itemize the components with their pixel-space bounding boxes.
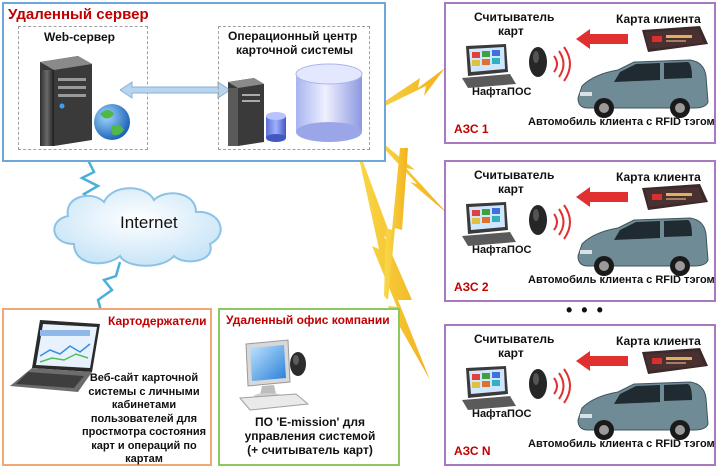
cardholders-desc-line: пользователей для: [90, 412, 198, 425]
lightning-bolt-azsn: [355, 140, 430, 380]
remote-office-desc-line: управления системой: [244, 429, 376, 443]
car-label: Автомобиль клиента с RFID тэгом: [528, 116, 715, 128]
internet-cloud: [53, 187, 222, 267]
card-reader-icon: [529, 47, 547, 77]
car-label: Автомобиль клиента с RFID тэгом: [528, 438, 715, 450]
card-reader-icon: [529, 369, 547, 399]
cardholders-desc-line: системы с личными: [88, 385, 200, 398]
cardholders-title: Картодержатели: [108, 314, 207, 328]
client-card-icon: [642, 184, 708, 210]
card-label: Карта клиента: [616, 170, 701, 184]
reader-label-line2: карт: [498, 24, 524, 38]
red-arrow-icon: [576, 187, 628, 207]
red-arrow-icon: [576, 29, 628, 49]
pos-terminal-icon: [462, 44, 516, 88]
internet-label: Internet: [120, 213, 178, 232]
client-card-icon: [642, 26, 708, 52]
remote-office-description: ПО 'E-mission' для управления системой (…: [222, 415, 398, 457]
remote-office-panel: [218, 308, 400, 466]
card-label: Карта клиента: [616, 334, 701, 348]
rfid-waves-icon: [553, 368, 571, 404]
cardholders-desc-line: картам: [125, 453, 163, 465]
station-panel-2: Считыватель карт Карта клиента НафтаПОС: [444, 160, 716, 302]
pos-label: НафтаПОС: [472, 408, 532, 420]
client-van-icon: [577, 217, 709, 276]
remote-server-title: Удаленный сервер: [8, 6, 149, 23]
reader-label-line1: Считыватель: [474, 332, 555, 346]
cardholders-desc-line: карт и операций по: [91, 439, 197, 452]
client-card-icon: [642, 348, 708, 374]
processing-center-label-line2: карточной системы: [236, 43, 354, 57]
processing-server-icon: [228, 63, 363, 146]
link-internet-cardholders: [96, 261, 122, 315]
remote-office-desc-line: ПО 'E-mission' для: [255, 415, 365, 429]
red-arrow-icon: [576, 351, 628, 371]
station-name: АЗС N: [454, 444, 491, 458]
remote-office-desc-line: (+ считыватель карт): [247, 443, 373, 457]
rfid-waves-icon: [553, 204, 571, 240]
reader-label-line1: Считыватель: [474, 10, 555, 24]
reader-label-line2: карт: [498, 346, 524, 360]
pos-terminal-icon: [462, 366, 516, 410]
station-panel-1: Считыватель карт Карта клиента НафтаПОС: [444, 2, 716, 144]
pos-terminal-icon: [462, 202, 516, 246]
web-server-label: Web-сервер: [44, 30, 116, 44]
remote-office-title: Удаленный офис компании: [226, 313, 390, 327]
cardholders-description: Веб-сайт карточной системы с личными каб…: [80, 372, 208, 467]
pos-label: НафтаПОС: [472, 244, 532, 256]
client-van-icon: [577, 59, 709, 118]
rfid-waves-icon: [553, 46, 571, 82]
sync-arrow: [120, 81, 230, 99]
laptop-icon: [10, 320, 100, 392]
processing-center-label-line1: Операционный центр: [228, 29, 358, 43]
station-name: АЗС 2: [454, 280, 489, 294]
more-stations-ellipsis: • • •: [566, 300, 605, 320]
web-server-icon: [40, 56, 130, 146]
car-label: Автомобиль клиента с RFID тэгом: [528, 274, 715, 286]
reader-label-line2: карт: [498, 182, 524, 196]
lightning-bolt-office: [384, 148, 408, 300]
station-name: АЗС 1: [454, 122, 489, 136]
processing-center-group: [218, 26, 370, 150]
client-van-icon: [577, 381, 709, 440]
card-reader-icon: [529, 205, 547, 235]
cardholders-desc-line: простмотра состояния: [81, 426, 207, 438]
card-label: Карта клиента: [616, 12, 701, 26]
cardholders-desc-line: Веб-сайт карточной: [89, 372, 199, 384]
reader-label-line1: Считыватель: [474, 168, 555, 182]
office-computer-icon: [238, 339, 310, 411]
cardholders-desc-line: кабинетами: [111, 399, 177, 411]
station-panel-3: Считыватель карт Карта клиента НафтаПОС: [444, 324, 716, 466]
pos-label: НафтаПОС: [472, 86, 532, 98]
